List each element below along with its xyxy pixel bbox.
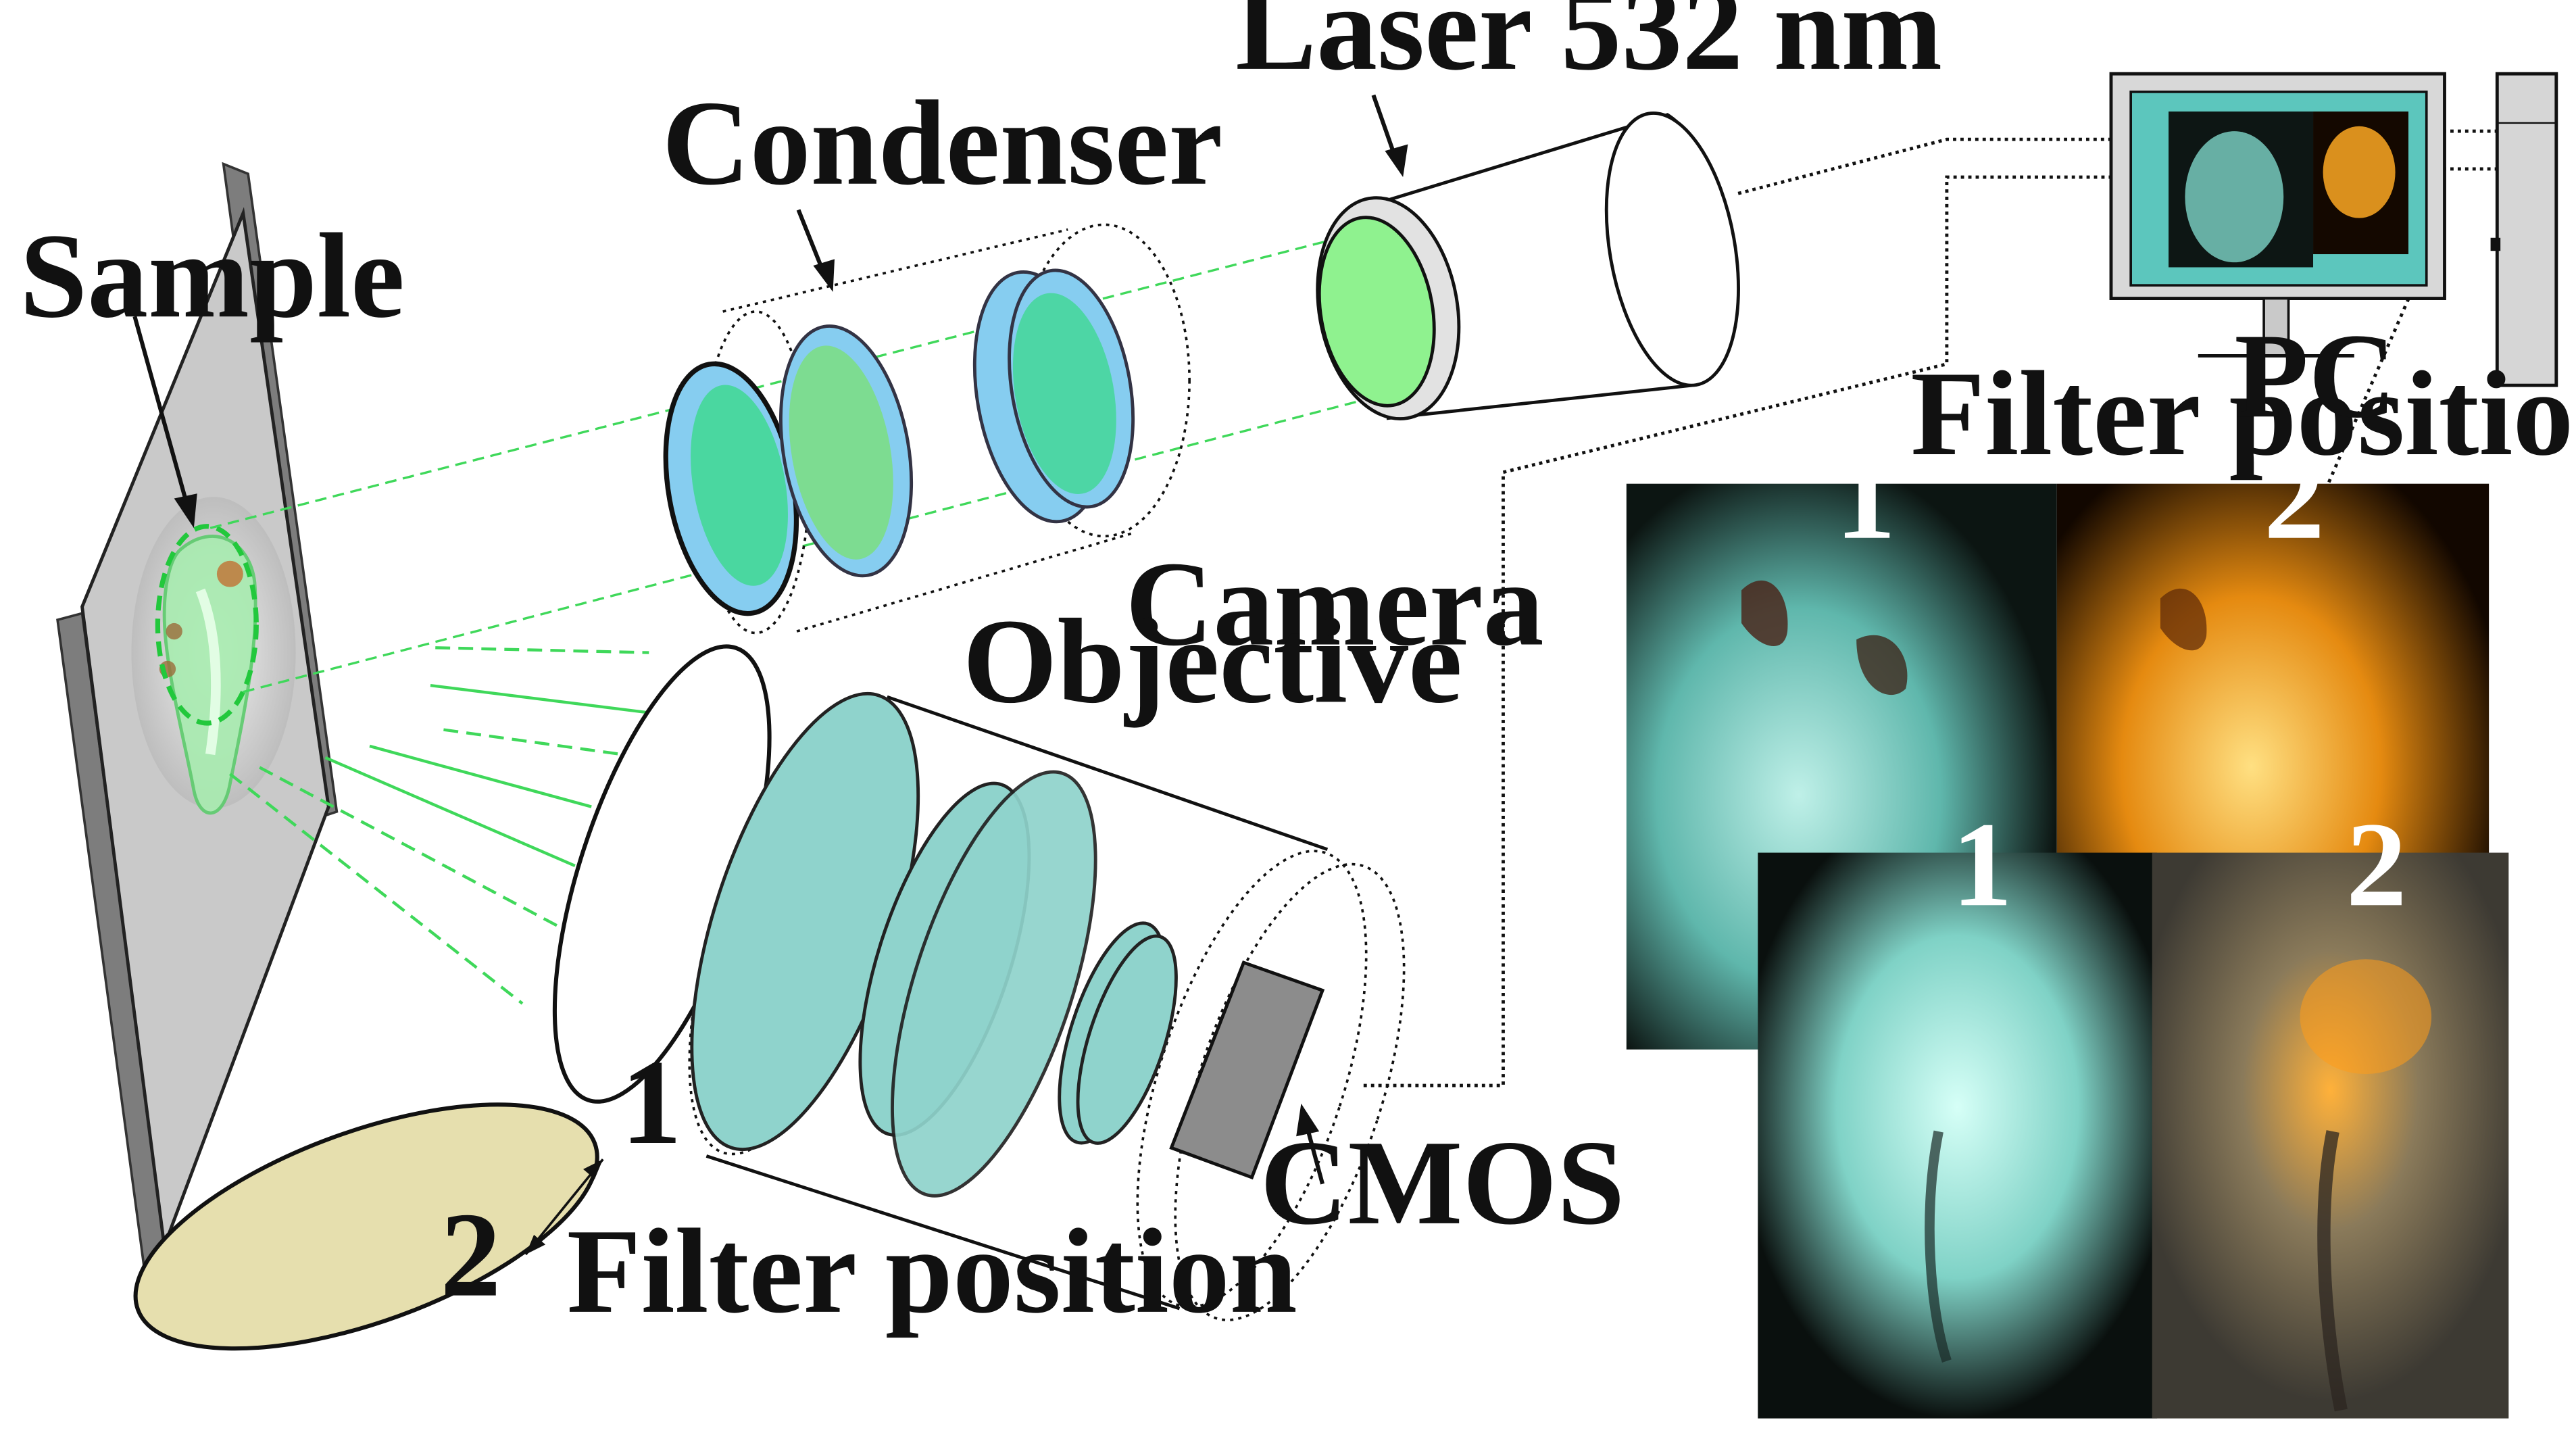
laser-arrowhead [1385, 144, 1408, 178]
emission-ray [435, 646, 649, 654]
camera-body-rear-outer [1174, 862, 1406, 1321]
photo-label-bottom-left: 1 [1952, 797, 2012, 931]
filter-marker-1: 1 [621, 1035, 682, 1169]
photo-label-bottom-right: 2 [2346, 797, 2407, 931]
condenser-outline [796, 531, 1134, 633]
sample-plate [56, 162, 339, 1273]
callout-arrows [132, 94, 1408, 1185]
emission-ray [324, 756, 576, 868]
sample-arrow [132, 316, 191, 512]
filter-move-arrow [524, 1158, 604, 1256]
filter-move-arrowhead [525, 1234, 546, 1254]
pc-tower-button [2490, 237, 2501, 251]
sample-lesion [216, 560, 243, 587]
condenser-arrowhead [813, 259, 835, 292]
condenser-lens-green [1012, 293, 1116, 494]
beam-line-lower [243, 392, 1389, 693]
photo-top-left-caries [1741, 580, 1788, 647]
emission-ray [443, 728, 622, 756]
filter-move-arrowhead [583, 1159, 603, 1179]
photo-bottom-right-canal [2317, 1130, 2348, 1412]
tooth-canal [195, 588, 221, 756]
photo-bottom-left [1758, 852, 2158, 1419]
emission-rays [229, 646, 654, 1005]
filter-marker-2: 2 [441, 1188, 501, 1322]
filter-disc [133, 1102, 599, 1351]
laser [1316, 112, 1740, 420]
pc [2109, 72, 2558, 387]
label-camera: Camera [1125, 537, 1543, 671]
sample-arrowhead [174, 493, 197, 529]
photo-panel [1626, 483, 2509, 1419]
label-objective: Objective [963, 594, 1462, 729]
pc-tower [2495, 72, 2558, 387]
laser-to-pc-cable [1737, 137, 2116, 195]
photo-top-right-caries [2160, 588, 2207, 651]
label-condenser: Condenser [662, 76, 1223, 210]
photo-label-top-right: 2 [2264, 430, 2325, 564]
label-laser: Laser 532 nm [1235, 0, 1942, 95]
objective-lens [891, 770, 1097, 1198]
screen-photo-teal-tooth [2185, 131, 2284, 263]
label-filter-position-photos: Filter position [1910, 346, 2576, 481]
condenser-lens-green [691, 385, 788, 586]
camera [552, 644, 1406, 1321]
condenser-lens-green [789, 345, 893, 560]
tooth-sample [162, 535, 257, 815]
cables [1363, 129, 2498, 1087]
laser-aperture [1317, 216, 1436, 408]
emission-ray [430, 683, 654, 715]
photo-bottom-right-glow [2300, 959, 2432, 1075]
label-sample: Sample [20, 208, 405, 343]
emission-ray [369, 744, 592, 808]
photo-bottom-left-canal [1925, 1130, 1952, 1363]
emission-ray [259, 766, 560, 928]
label-filter-position: Filter position [567, 1204, 1297, 1338]
cmos-sensor [1169, 960, 1325, 1180]
label-cmos: CMOS [1260, 1115, 1625, 1250]
objective-lens [1076, 934, 1178, 1145]
screen-to-photos-leader [2323, 245, 2433, 493]
condenser [663, 223, 1191, 635]
photo-top-left-caries [1856, 635, 1908, 695]
cmos-arrowhead [1296, 1103, 1320, 1137]
filter [133, 1102, 604, 1351]
condenser-outline [722, 228, 1068, 313]
illuminated-area-dashed [155, 524, 259, 726]
sample-lesion [166, 622, 182, 640]
camera-body-outline [705, 1154, 1181, 1311]
label-pc: PC [2234, 308, 2396, 443]
laser-body-end [1604, 112, 1740, 387]
camera-body-outline [887, 695, 1329, 852]
emission-ray [229, 773, 524, 1005]
screen-photo-orange-tooth [2323, 126, 2396, 218]
photo-label-top-left: 1 [1835, 430, 1896, 564]
